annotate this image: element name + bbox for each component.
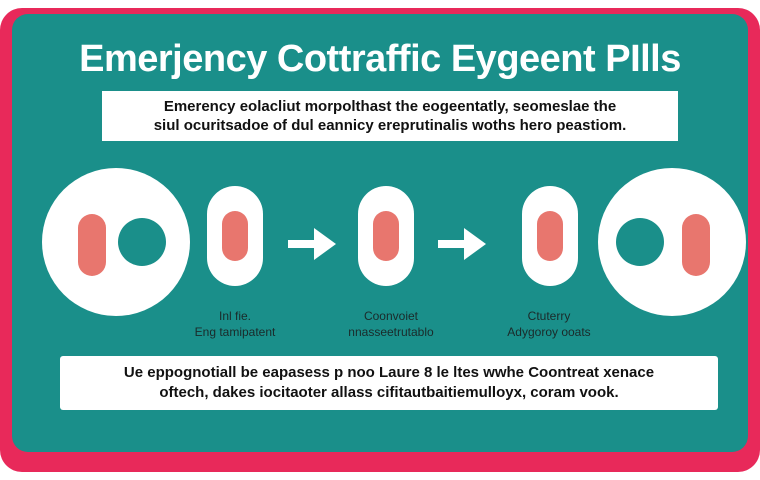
- stage-label-2: Coonvoiet nnasseetrutablo: [306, 308, 476, 340]
- stage-label-3-line-1: Ctuterry: [527, 309, 571, 323]
- disc-hole: [118, 218, 166, 266]
- stage-label-3: Ctuterry Adygoroy ooats: [464, 308, 634, 340]
- stage-label-1: Inl fie. Eng tamipatent: [150, 308, 320, 340]
- pill-capsule-1: [207, 186, 263, 286]
- pill-icon: [537, 211, 563, 261]
- pill-icon: [373, 211, 399, 261]
- stage-label-2-line-2: nnasseetrutablo: [348, 325, 434, 339]
- intro-line-1: Emerency eolacliut morpolthast the eogee…: [163, 98, 617, 115]
- stage-label-1-line-2: Eng tamipatent: [194, 325, 276, 339]
- pill-capsule-2: [358, 186, 414, 286]
- pill-icon: [78, 214, 106, 276]
- disc-hole: [616, 218, 664, 266]
- pill-icon: [682, 214, 710, 276]
- pill-disc-left: [42, 168, 190, 316]
- pill-capsule-3: [522, 186, 578, 286]
- stage-label-3-line-2: Adygoroy ooats: [507, 325, 591, 339]
- note-box: Ue eppognotiall be eapasess p noo Laure …: [60, 356, 718, 410]
- pill-disc-right: [598, 168, 746, 316]
- stage-label-1-line-1: Inl fie.: [218, 309, 251, 323]
- stage-label-2-line-1: Coonvoiet: [363, 309, 419, 323]
- intro-line-2: siul ocuritsadoe of dul eannicy erepruti…: [153, 117, 627, 134]
- note-line-2: oftech, dakes iocitaoter allass cifitaut…: [159, 384, 619, 401]
- intro-box: Emerency eolacliut morpolthast the eogee…: [102, 91, 678, 141]
- page-title: Emerjency Cottraffic Eygeent PIlls: [79, 38, 681, 80]
- arrow-right-icon: [438, 228, 486, 260]
- note-line-1: Ue eppognotiall be eapasess p noo Laure …: [123, 364, 655, 381]
- arrow-right-icon: [288, 228, 336, 260]
- pill-icon: [222, 211, 248, 261]
